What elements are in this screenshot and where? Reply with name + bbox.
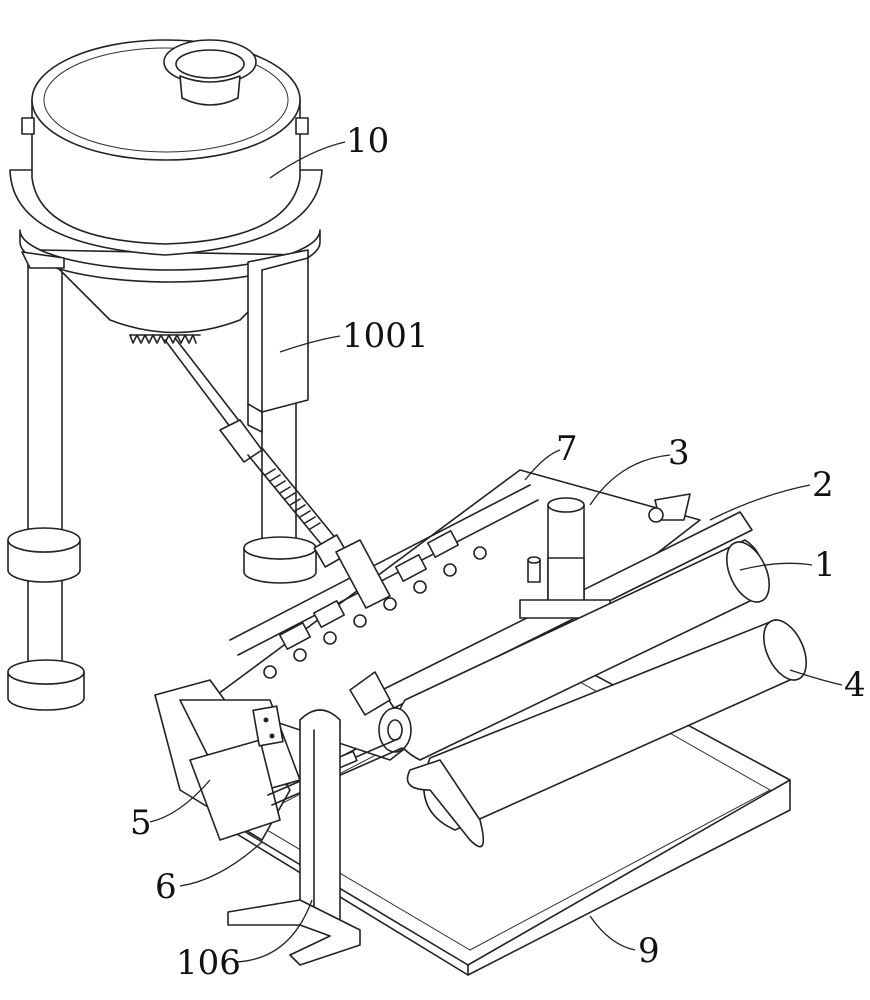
label-10: 10: [346, 121, 389, 161]
label-4: 4: [844, 665, 866, 705]
left-leg: [27, 261, 63, 693]
label-6: 6: [155, 867, 177, 907]
label-9: 9: [638, 931, 660, 971]
stand-post: [299, 709, 341, 921]
callout-labels: 10 1001 7 3 2 1 4 5 6 106 9: [130, 121, 866, 983]
label-2: 2: [812, 465, 834, 505]
label-7: 7: [556, 429, 578, 469]
hopper-tank: [7, 39, 323, 711]
cutting-head: [154, 679, 403, 841]
label-3: 3: [668, 433, 690, 473]
label-1: 1: [814, 545, 836, 585]
roller-frame: [209, 469, 807, 848]
support-stand: [227, 709, 361, 966]
screw-feed-rod: [219, 419, 349, 568]
label-1001: 1001: [342, 316, 429, 356]
leader-lines: [149, 141, 843, 963]
label-5: 5: [130, 803, 152, 843]
label-106: 106: [176, 943, 241, 983]
chain-links: [263, 546, 487, 679]
side-bracket: [247, 249, 309, 413]
